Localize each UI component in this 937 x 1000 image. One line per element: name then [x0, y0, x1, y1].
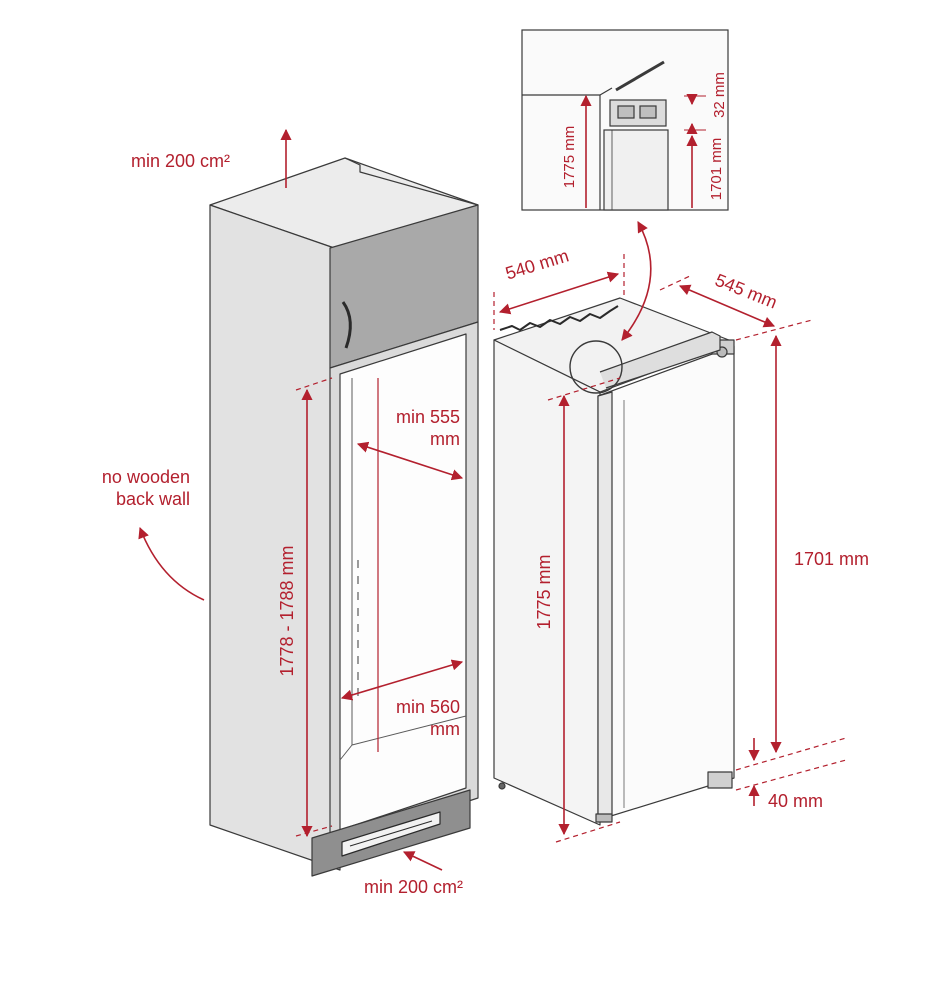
no-back-wall-label: no wooden back wall [60, 466, 190, 510]
niche-depth-arrow [356, 441, 464, 481]
fridge-door [597, 345, 735, 821]
cabinet [209, 157, 479, 877]
niche-height-guide-top [295, 377, 333, 391]
detail-door-panel [603, 129, 669, 211]
back-wall-arrow [138, 526, 205, 601]
niche-width-line-2: mm [430, 719, 460, 739]
cupboard-handle [341, 301, 352, 349]
door-frame-strip [597, 391, 613, 821]
fridge-top-ribs [499, 305, 619, 331]
fridge-depth-arrow [678, 284, 776, 328]
detail-callout-circle [569, 340, 623, 394]
detail-gap-label: 32 mm [711, 72, 728, 118]
niche-depth-line-1: min 555 [395, 407, 460, 427]
fridge-depth-guide-right [735, 319, 813, 341]
detail-callout-arrow [621, 221, 652, 341]
niche-inner-floor [339, 744, 353, 761]
bottom-vent-arrow [402, 851, 443, 871]
detail-hinge-slot-2 [639, 105, 657, 119]
fridge-depth-guide-left [659, 275, 691, 291]
fridge-side [493, 339, 601, 826]
bottom-vent-label: min 200 cm² [364, 877, 464, 897]
niche-width-arrow [340, 659, 464, 701]
top-vent-label: min 200 cm² [131, 151, 231, 171]
fridge-foot-front [595, 813, 613, 823]
hinge-bottom [707, 771, 733, 789]
detail-inset [521, 29, 729, 211]
fridge-foot-left [498, 782, 506, 790]
plinth-vent-slot [349, 820, 433, 847]
niche-width-line-1: min 560 [395, 697, 460, 717]
detail-top-surface-2 [599, 87, 613, 96]
fridge-width-arrow [498, 271, 620, 315]
fridge [493, 297, 735, 826]
detail-height-label: 1775 mm [561, 125, 578, 189]
fridge-height-guide-top [547, 377, 621, 401]
cabinet-back-edge [344, 157, 479, 206]
niche-height-label: 1778 - 1788 mm [277, 545, 297, 677]
niche-height-guide-bottom [295, 825, 333, 837]
niche-width-label: min 560 mm [370, 696, 460, 740]
fridge-height-guide-bottom [555, 821, 621, 843]
no-back-wall-line-2: back wall [115, 489, 190, 509]
door-height-guide-bottom-2 [735, 759, 847, 791]
fridge-height-label: 1775 mm [534, 554, 554, 630]
top-rail [599, 331, 721, 389]
bottom-gap-label: 40 mm [768, 791, 824, 811]
cabinet-side-panel [209, 204, 341, 871]
niche-depth-label: min 555 mm [370, 406, 460, 450]
dimension-lines [138, 93, 847, 871]
detail-hinge-slot-1 [617, 105, 635, 119]
niche-depth-line-2: mm [430, 429, 460, 449]
door-height-label: 1701 mm [794, 549, 870, 569]
no-back-wall-line-1: no wooden [101, 467, 190, 487]
door-height-guide-bottom [735, 737, 847, 771]
detail-door-label: 1701 mm [708, 137, 725, 201]
detail-lever [615, 60, 665, 92]
